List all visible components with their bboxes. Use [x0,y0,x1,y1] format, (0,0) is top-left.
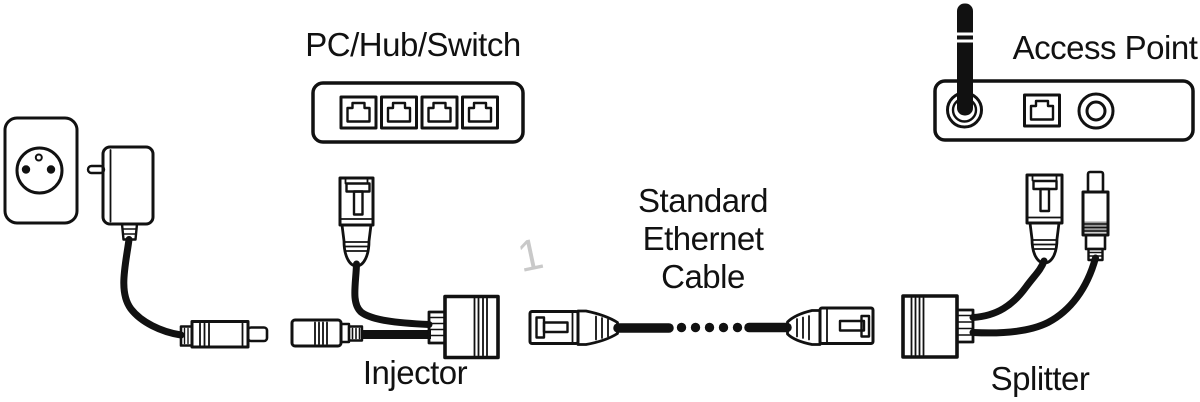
wall-outlet-icon [3,116,79,225]
pc-hub-switch-label: PC/Hub/Switch [305,26,521,63]
dc-barrel-plug-icon [1081,170,1110,262]
cable-dots [676,322,743,333]
poe-splitter-icon [901,170,1110,359]
ethernet-port-icon [380,95,418,130]
access-point-icon [933,3,1195,142]
rj45-plug-icon [818,306,875,345]
rj45-plug-icon [338,176,375,268]
ethernet-port-icon [1023,93,1061,128]
poe-injector-icon [290,176,500,360]
dc-power-plug-icon [179,320,269,349]
pc-hub-switch-icon [311,81,525,144]
injector-label: Injector [362,354,468,391]
rj45-coupler-icon [901,294,975,359]
antenna-icon [954,3,976,116]
rj45-plug-icon [1025,173,1064,265]
ethernet-port-icon [461,95,499,130]
standard-ethernet-cable-icon [528,306,875,346]
power-adapter-icon [86,145,185,339]
ethernet-port-icon [420,95,459,130]
watermark-digit: 1 [513,229,548,283]
ethernet-port-icon [339,95,378,130]
dc-socket-icon [290,318,364,348]
dc-jack-icon [1077,92,1115,130]
ethernet-cable-label: Standard Ethernet Cable [638,182,768,295]
access-point-label: Access Point [1012,29,1198,66]
rj45-plug-icon [528,310,580,345]
splitter-label: Splitter [990,360,1090,397]
rj45-coupler-icon [427,294,500,360]
